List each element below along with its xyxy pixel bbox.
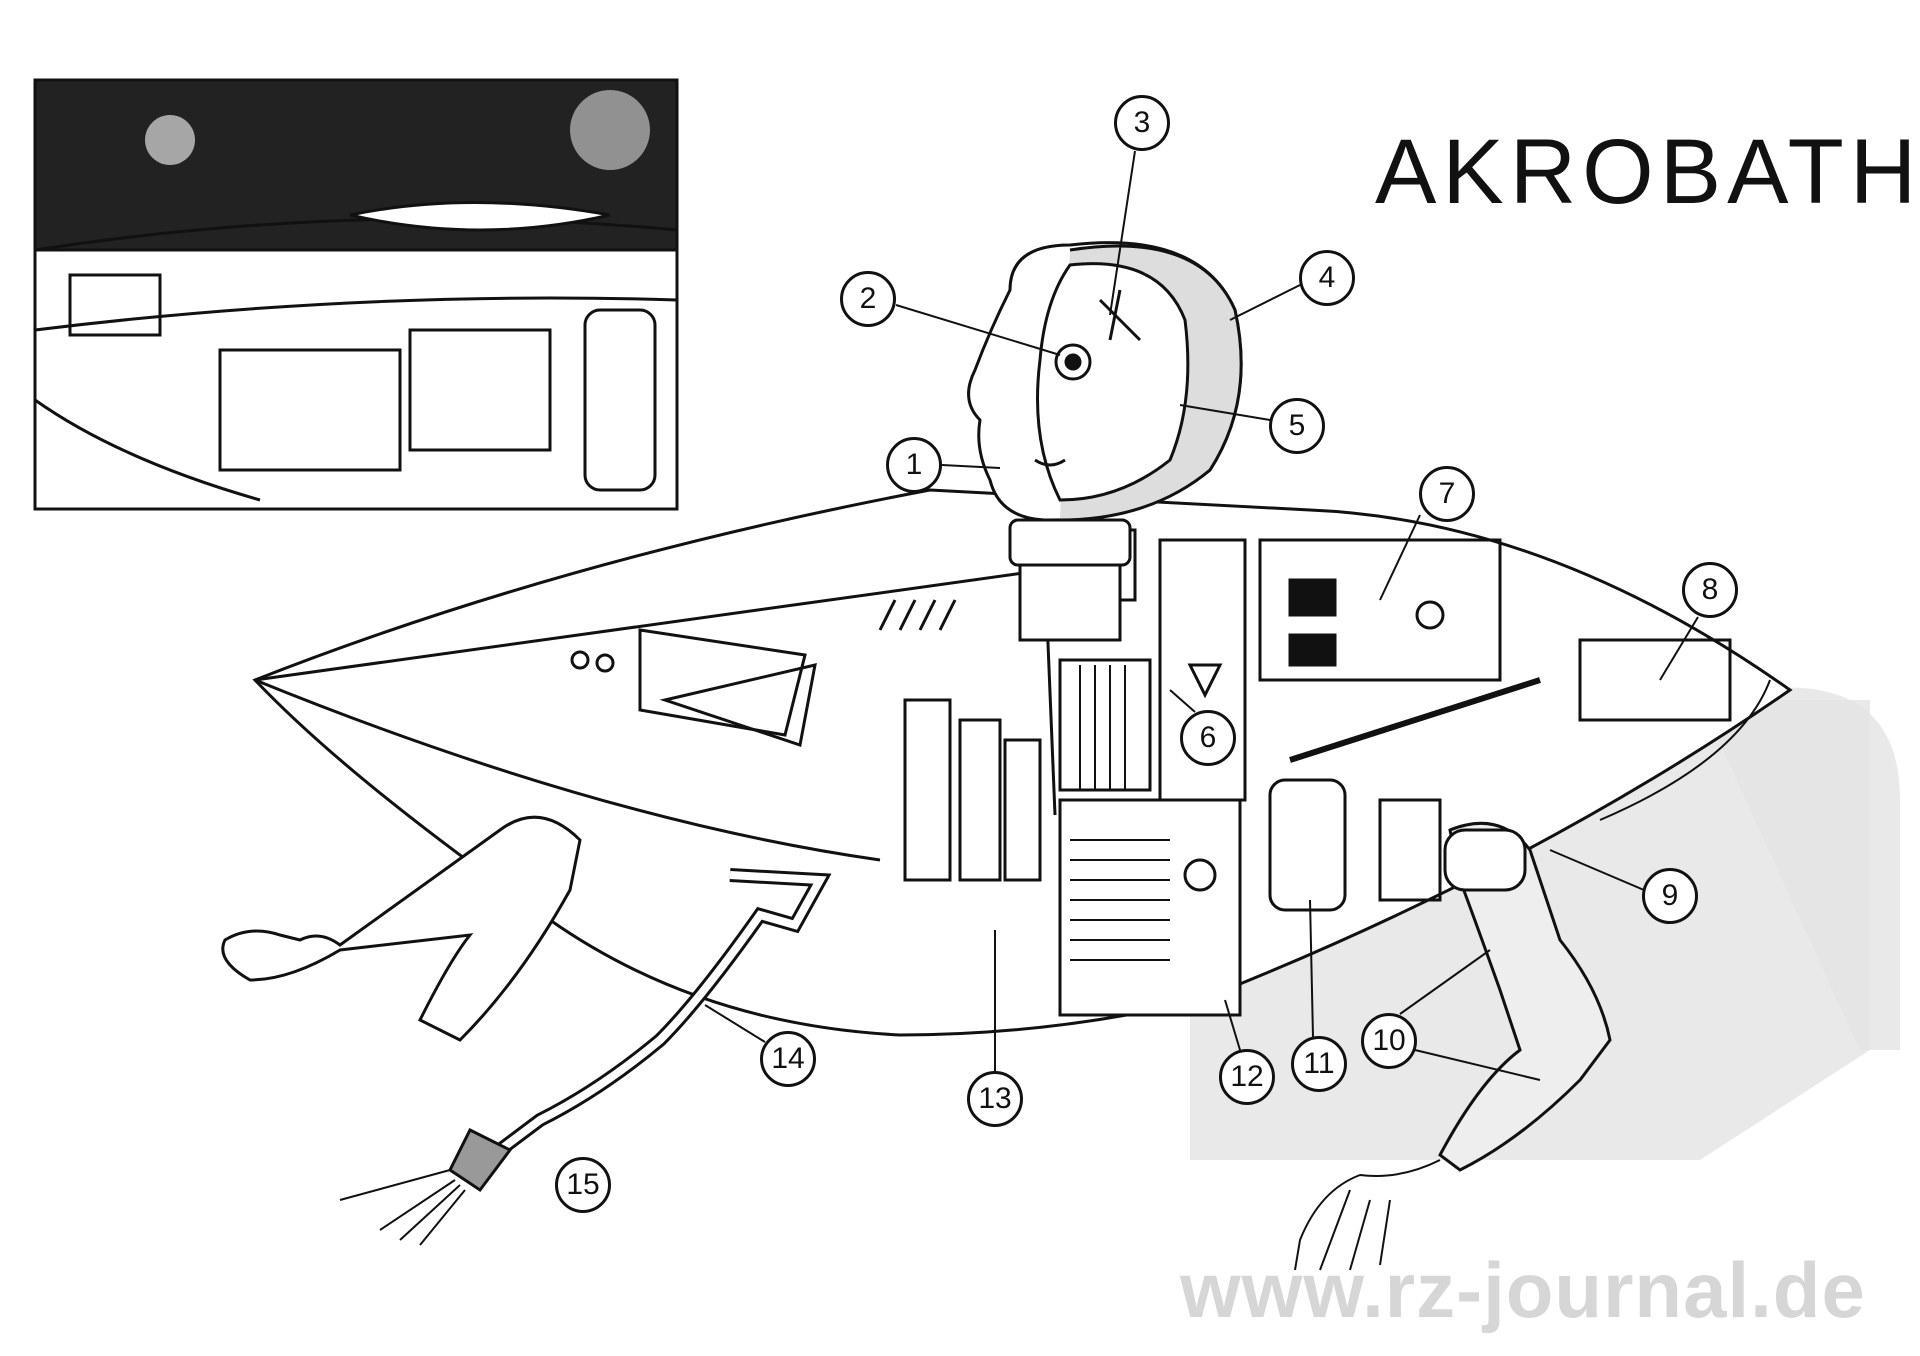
leader-lines bbox=[704, 150, 1699, 1081]
cockpit-inset bbox=[33, 78, 679, 511]
callout-13: 13 bbox=[967, 1071, 1023, 1127]
robot-arms bbox=[221, 815, 1612, 1271]
robot-head bbox=[967, 241, 1243, 642]
callout-10: 10 bbox=[1361, 1013, 1417, 1069]
callout-5: 5 bbox=[1269, 398, 1325, 454]
callout-1: 1 bbox=[886, 437, 942, 493]
callout-3: 3 bbox=[1114, 95, 1170, 151]
callout-15: 15 bbox=[555, 1157, 611, 1213]
callout-12: 12 bbox=[1219, 1049, 1275, 1105]
callout-6: 6 bbox=[1180, 710, 1236, 766]
callout-8: 8 bbox=[1682, 562, 1738, 618]
callout-4: 4 bbox=[1299, 250, 1355, 306]
callout-11: 11 bbox=[1291, 1036, 1347, 1092]
callout-9: 9 bbox=[1642, 868, 1698, 924]
callout-2: 2 bbox=[840, 271, 896, 327]
callout-7: 7 bbox=[1419, 466, 1475, 522]
diagram-title: AKROBATH bbox=[1375, 121, 1920, 223]
callout-14: 14 bbox=[760, 1031, 816, 1087]
watermark-text: www.rz-journal.de bbox=[1180, 1246, 1866, 1334]
